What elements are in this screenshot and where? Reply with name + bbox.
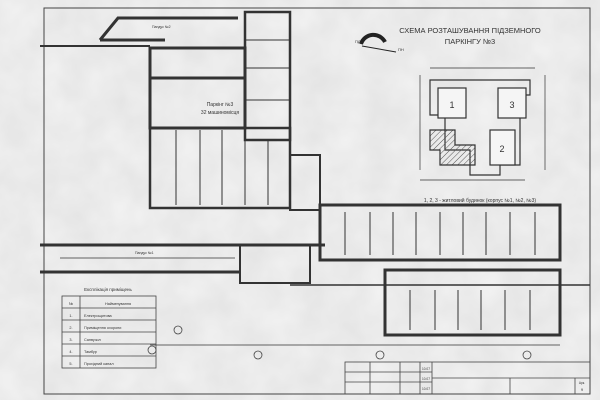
parking-subtitle: 32 машиномісця (201, 110, 239, 116)
legend-row-name: Прохідний канал (84, 362, 114, 366)
date-3: 10.07 (422, 387, 430, 391)
date-2: 10.07 (422, 377, 430, 381)
legend-header-number: № (69, 302, 73, 306)
ramp1-label: Пандус №1 (135, 251, 154, 255)
compass-left: ПД (355, 39, 361, 44)
legend-header-name: Найменування (105, 302, 131, 306)
legend-row-number: 1. (69, 314, 72, 318)
drawing-frame (43, 7, 591, 395)
legend-row-number: 5. (69, 362, 72, 366)
sheet-label: Арк. (579, 381, 585, 385)
scheme-title-line1: СХЕМА РОЗТАШУВАННЯ ПІДЗЕМНОГО (399, 26, 541, 35)
parking-title: Паркінг №3 (207, 102, 234, 108)
site-scheme (419, 67, 546, 181)
sheet-number: 9 (581, 387, 584, 392)
legend-table-frame (61, 295, 157, 369)
compass-right: ПН (398, 47, 404, 52)
legend-row-name: Приміщення охорони (84, 326, 121, 330)
scheme-title-line2: ПАРКІНГУ №3 (445, 37, 495, 46)
building-2-label: 2 (499, 144, 504, 154)
legend-row-number: 2. (69, 326, 72, 330)
date-1: 10.07 (422, 367, 430, 371)
building-3-label: 3 (509, 100, 514, 110)
legend-row-name: Санвузол (84, 338, 101, 342)
legend-title: Експлікація приміщень (84, 287, 132, 292)
legend-row-name: Електрощитова (84, 314, 113, 318)
title-block (344, 361, 591, 395)
parking-plan (40, 10, 590, 346)
compass (359, 32, 397, 53)
legend-row-number: 4. (69, 350, 72, 354)
buildings-caption: 1, 2, 3 - житловий будинок (корпус №1, №… (424, 197, 536, 204)
legend-row-name: Тамбур (84, 350, 97, 354)
building-1-label: 1 (449, 100, 454, 110)
legend-row-number: 3. (69, 338, 72, 342)
legend-rows: 1. Електрощитова 2. Приміщення охорони 3… (69, 314, 121, 366)
ramp2-label: Пандус №2 (152, 25, 171, 29)
